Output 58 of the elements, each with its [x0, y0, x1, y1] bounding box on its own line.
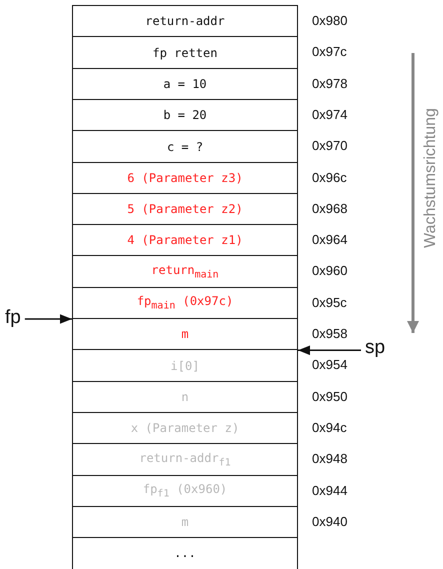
pointer-arrow [24, 314, 72, 324]
cell-value: fp retten [152, 46, 218, 60]
memory-address: 0x950 [312, 388, 348, 404]
cell-value: fp$_{f1}$ (0x960) [142, 482, 228, 500]
cell-value: ... [174, 546, 196, 560]
memory-address: 0x948 [312, 451, 348, 466]
cell-value: x (Parameter z) [130, 421, 240, 436]
memory-address: 0x968 [312, 200, 348, 216]
memory-address: 0x974 [312, 106, 348, 122]
cell-value: fp$_{main}$ (0x97c) [136, 294, 234, 312]
stack-cell [72, 224, 298, 257]
cell-value: m [181, 515, 189, 530]
cell-value: c = ? [166, 140, 204, 154]
stack-cell [72, 162, 298, 194]
memory-address: 0x980 [312, 13, 348, 28]
stack-cell [72, 506, 298, 539]
stack-cell [72, 192, 298, 226]
stack-cell [72, 5, 298, 38]
cell-value: a = 10 [163, 76, 207, 91]
memory-address: 0x954 [312, 357, 348, 372]
cell-value: n [181, 390, 189, 404]
stack-cell [72, 443, 298, 476]
stack-cell [72, 255, 298, 288]
cell-value: b = 20 [163, 108, 207, 122]
memory-address: 0x95c [312, 294, 347, 310]
memory-address: 0x94c [312, 420, 347, 435]
stack-cell [72, 349, 298, 382]
memory-address: 0x978 [312, 76, 348, 91]
direction-label: Wachstumsrichtung [422, 108, 440, 248]
pointer-label: fp [5, 307, 21, 329]
cell-value: 4 (Parameter z1) [127, 233, 243, 248]
stack-cell [72, 380, 298, 414]
stack-cell [72, 537, 298, 569]
stack-cell [72, 412, 298, 445]
memory-address: 0x97c [312, 44, 347, 60]
cell-value: 6 (Parameter z3) [127, 170, 243, 185]
memory-address: 0x964 [312, 232, 348, 248]
stack-cell [72, 318, 298, 351]
stack-cell [72, 474, 298, 508]
stack-cell [72, 36, 298, 70]
cell-value: 5 (Parameter z2) [127, 202, 243, 216]
cell-value: return-addr$_{f1}$ [139, 450, 231, 468]
memory-address: 0x960 [312, 263, 348, 278]
memory-address: 0x944 [312, 482, 348, 498]
cell-value: i[0] [170, 358, 200, 373]
pointer-label: sp [365, 337, 386, 359]
memory-address: 0x96c [312, 170, 347, 184]
cell-value: m [181, 327, 189, 342]
memory-address: 0x958 [312, 326, 348, 341]
stack-cell [72, 98, 298, 132]
stack-cell [72, 130, 298, 163]
pointer-arrow [298, 346, 361, 356]
cell-value: return-addr [145, 14, 225, 28]
stack-cell [72, 68, 298, 100]
memory-address: 0x970 [312, 138, 348, 154]
memory-address: 0x940 [312, 514, 348, 529]
cell-value: return$_{main}$ [151, 263, 219, 280]
stack-cell [72, 286, 298, 320]
